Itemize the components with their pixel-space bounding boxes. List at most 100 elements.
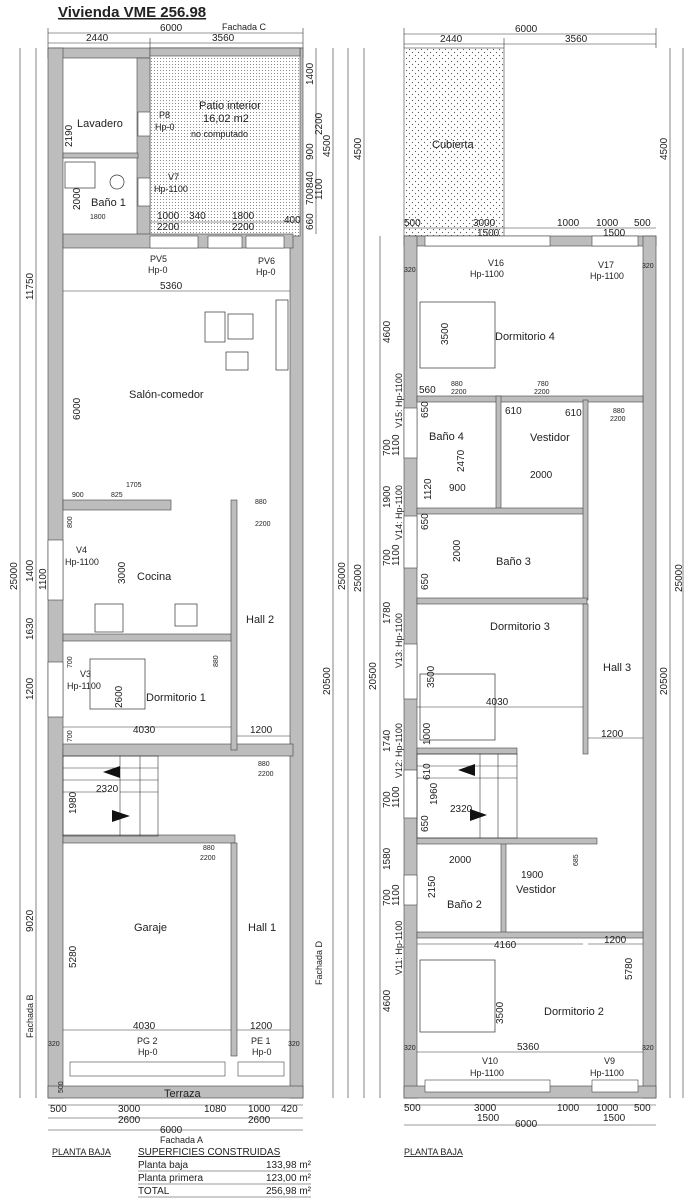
dim-2200c: 2200 xyxy=(610,416,626,423)
dim-880b: 880 xyxy=(613,408,625,415)
cubierta-area xyxy=(403,47,505,237)
dim-650c: 650 xyxy=(420,573,431,590)
dim-1900: 1900 xyxy=(521,870,544,881)
opening-v16: V16 xyxy=(488,258,504,268)
dim-2200e: 2200 xyxy=(200,855,216,862)
opening-v3-height: Hp-1100 xyxy=(67,681,101,691)
dim-825: 825 xyxy=(111,492,123,499)
dim-t1500: 1500 xyxy=(477,228,500,239)
dim-r25000: 25000 xyxy=(337,562,348,590)
dim-320b: 320 xyxy=(288,1041,300,1048)
dim-b1500b: 1500 xyxy=(603,1113,626,1124)
right-plan-left-dimensions: 4500 25000 20500 4600 700 1100 1900 700 … xyxy=(353,48,402,1098)
room-bano3: Baño 3 xyxy=(496,556,531,568)
dim-1200: 1200 xyxy=(250,725,273,736)
opening-pe1: PE 1 xyxy=(251,1036,271,1046)
dim-1000: 1000 xyxy=(157,211,180,222)
dim-t1500b: 1500 xyxy=(603,228,626,239)
opening-v4: V4 xyxy=(76,545,87,555)
dim-880c: 880 xyxy=(203,845,215,852)
dim-l700: 700 xyxy=(382,439,393,456)
dim-bot-1000: 1000 xyxy=(248,1104,271,1115)
dim-320c: 320 xyxy=(404,1045,416,1052)
dim-320d: 320 xyxy=(642,1045,654,1052)
dim-6000v: 6000 xyxy=(72,397,83,420)
dim-900: 900 xyxy=(72,492,84,499)
dim-l1100b: 1100 xyxy=(391,544,402,566)
dim-b500b: 500 xyxy=(634,1103,651,1114)
room-lavadero: Lavadero xyxy=(77,118,123,130)
dim-l700b: 700 xyxy=(382,549,393,566)
dim-4030b: 4030 xyxy=(133,1021,156,1032)
dim-2190: 2190 xyxy=(64,124,75,147)
dim-t500: 500 xyxy=(404,218,421,229)
dim-2320: 2320 xyxy=(450,804,473,815)
superficies-row-label: Planta primera xyxy=(138,1173,203,1184)
dim-v1200: 1200 xyxy=(25,677,36,700)
room-cocina: Cocina xyxy=(137,571,172,583)
left-top-dimensions: 6000 Fachada C 2440 3560 xyxy=(47,22,304,48)
right-floor-plan: 6000 2440 3560 Cubierta xyxy=(353,24,685,1157)
dim-l4600: 4600 xyxy=(382,320,393,343)
dim-b1000: 1000 xyxy=(557,1103,580,1114)
dim-b1500: 1500 xyxy=(477,1113,500,1124)
room-patio: Patio interior xyxy=(199,100,261,112)
furniture-decoration xyxy=(64,161,289,710)
dim-1200: 1200 xyxy=(601,729,624,740)
dim-650b: 650 xyxy=(420,513,431,530)
dim-700: 700 xyxy=(67,656,74,668)
left-stairs xyxy=(62,755,159,837)
dim-2200b: 2200 xyxy=(534,389,550,396)
dim-2000: 2000 xyxy=(72,187,83,210)
dim-v1100a: 1100 xyxy=(38,568,49,590)
dim-r20500: 20500 xyxy=(659,667,670,695)
dim-l1100d: 1100 xyxy=(391,884,402,906)
patio-area xyxy=(149,47,301,237)
dim-top-b: 3560 xyxy=(565,34,588,45)
dim-v25000: 25000 xyxy=(9,562,20,590)
dim-340: 340 xyxy=(189,211,206,222)
opening-v4-height: Hp-1100 xyxy=(65,557,99,567)
dim-880: 880 xyxy=(451,381,463,388)
dim-880d: 880 xyxy=(213,655,220,667)
dim-2320: 2320 xyxy=(96,784,119,795)
dim-l1900: 1900 xyxy=(382,485,393,508)
dim-bot-total: 6000 xyxy=(160,1125,183,1136)
dim-top-total: 6000 xyxy=(160,23,183,34)
dim-5360: 5360 xyxy=(517,1042,540,1053)
dim-l4600b: 4600 xyxy=(382,989,393,1012)
right-stairs xyxy=(416,753,518,839)
dim-1705: 1705 xyxy=(126,482,142,489)
dim-2200c: 2200 xyxy=(255,521,271,528)
room-hall2: Hall 2 xyxy=(246,614,274,626)
opening-v10-height: Hp-1100 xyxy=(470,1068,504,1078)
dim-bot-420: 420 xyxy=(281,1104,298,1115)
dim-b6000: 6000 xyxy=(515,1119,538,1130)
right-plan-right-dimensions: 4500 20500 25000 xyxy=(659,48,685,1098)
room-patio-note: no computado xyxy=(191,129,248,139)
opening-pg2: PG 2 xyxy=(137,1036,158,1046)
dim-400: 400 xyxy=(284,215,301,226)
left-vertical-dimensions: 25000 11750 1400 1100 1630 1200 9020 Fac… xyxy=(9,48,49,1098)
fachada-a-label: Fachada A xyxy=(160,1135,203,1145)
opening-v17: V17 xyxy=(598,260,614,270)
dim-880b: 880 xyxy=(258,761,270,768)
opening-pv5: PV5 xyxy=(150,254,167,264)
dim-3000: 3000 xyxy=(117,561,128,584)
dim-3500b: 3500 xyxy=(426,665,437,688)
dim-l25000: 25000 xyxy=(353,564,364,592)
dim-v9020: 9020 xyxy=(25,909,36,932)
opening-v9: V9 xyxy=(604,1056,615,1066)
room-bano4: Baño 4 xyxy=(429,431,464,443)
dim-t500b: 500 xyxy=(634,218,651,229)
opening-v7-height: Hp-1100 xyxy=(154,184,188,194)
dim-v1630: 1630 xyxy=(25,617,36,640)
opening-p8-height: Hp-0 xyxy=(155,122,175,132)
dim-t1000: 1000 xyxy=(557,218,580,229)
dim-l700c: 700 xyxy=(382,791,393,808)
dim-1800b: 1800 xyxy=(232,211,255,222)
dim-3500: 3500 xyxy=(440,322,451,345)
room-bano1: Baño 1 xyxy=(91,197,126,209)
bed-dormitorio2 xyxy=(419,959,496,1033)
dim-top-b: 3560 xyxy=(212,33,235,44)
